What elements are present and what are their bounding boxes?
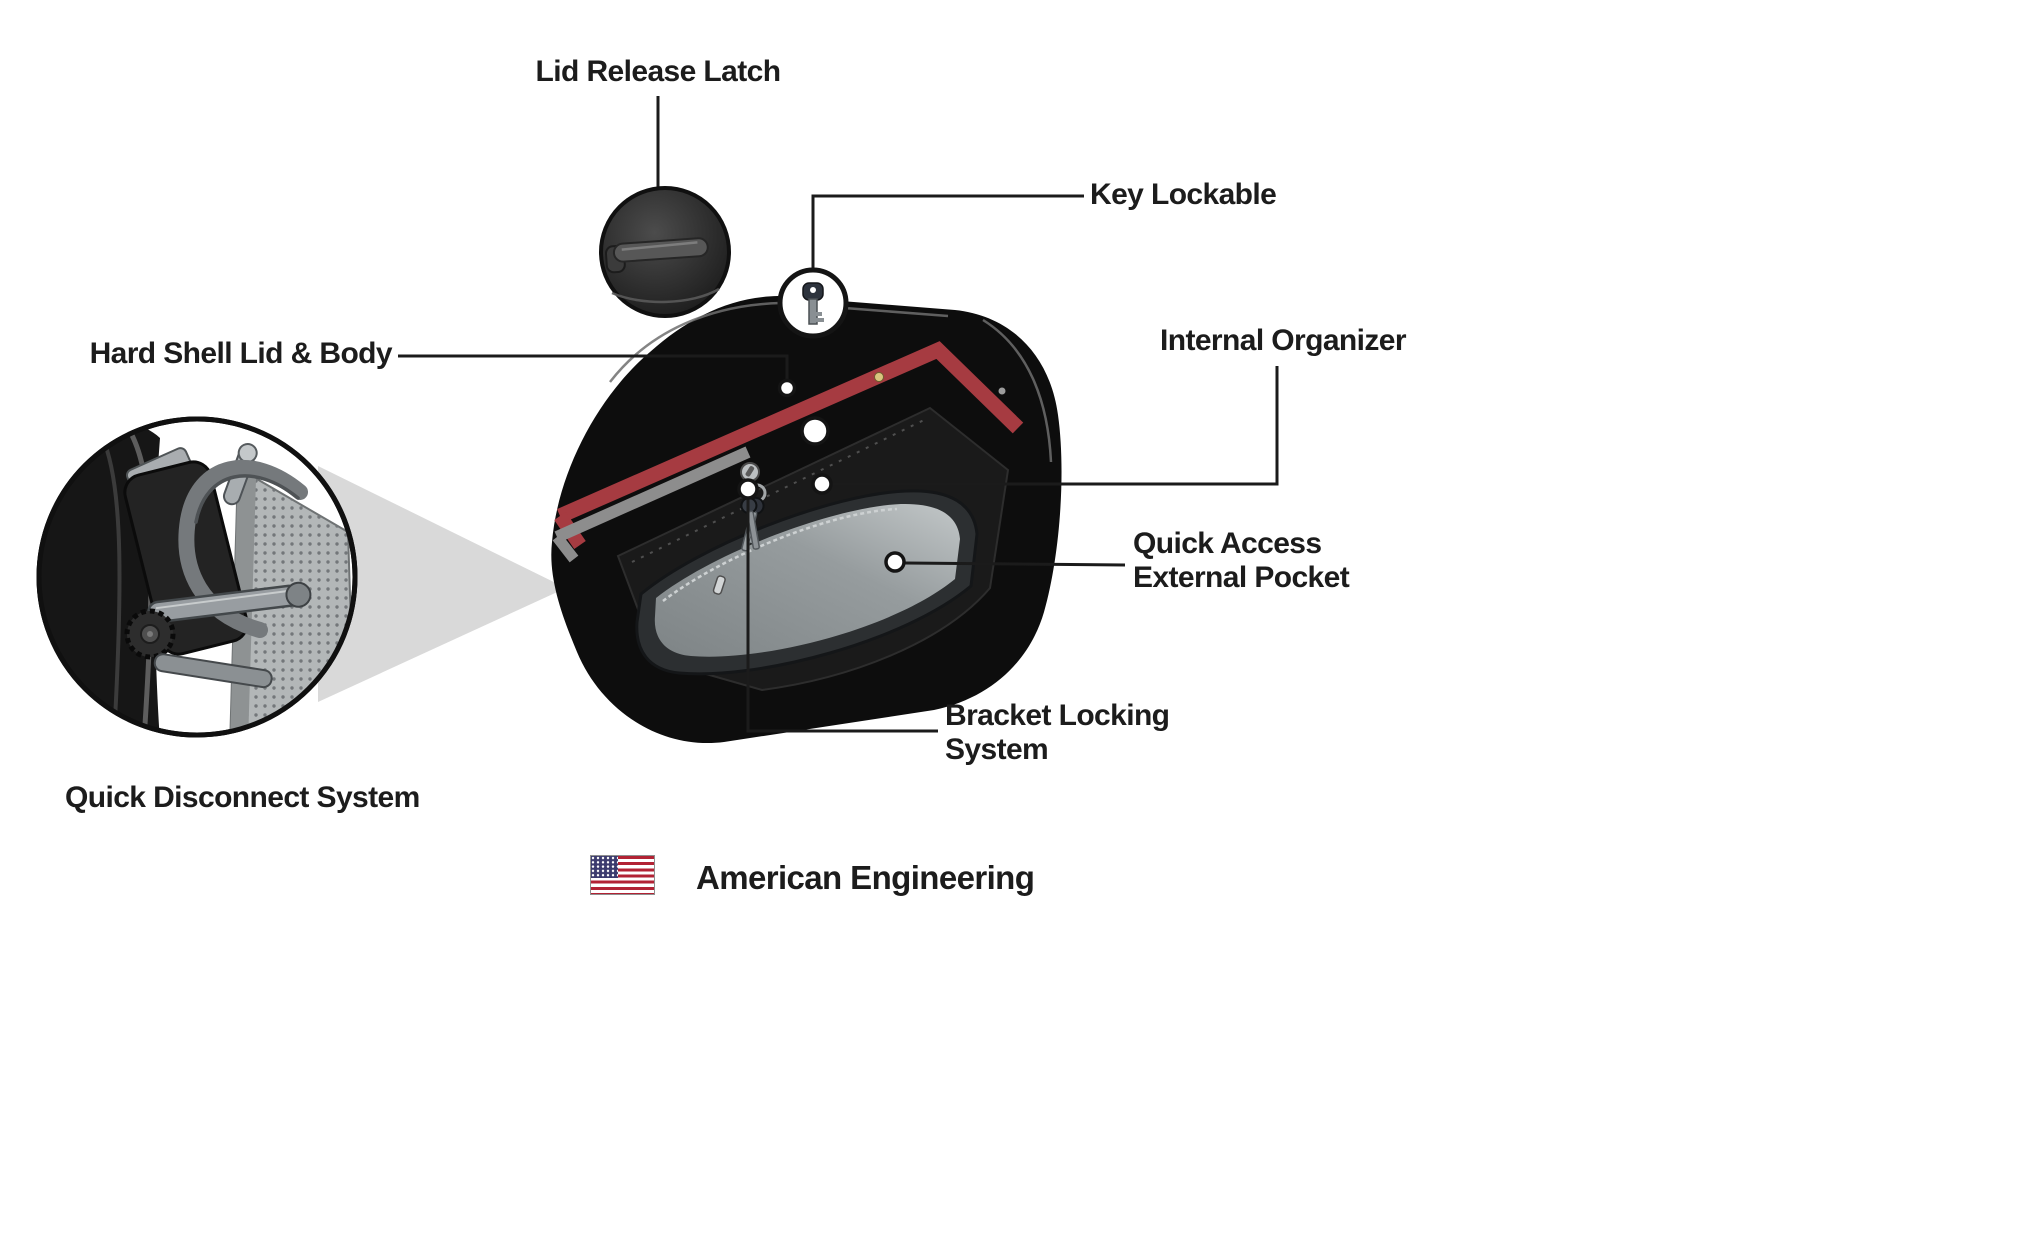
- pocket-front-panel: [654, 503, 960, 657]
- lid-right-highlight: [982, 318, 1053, 463]
- callout-lines: [398, 96, 1279, 733]
- callout-key-lockable: Key Lockable: [1090, 178, 1277, 211]
- magnifier-wedge: [318, 466, 566, 702]
- lid-latch-inset: [599, 186, 731, 318]
- rivet-dot: [998, 387, 1006, 395]
- rivet-dot: [874, 372, 884, 382]
- callout-anchors: [737, 378, 906, 573]
- anchor-internal-organizer: [811, 473, 833, 495]
- callout-internal-organizer: Internal Organizer: [1160, 324, 1407, 357]
- anchor-hard-shell: [777, 378, 797, 398]
- line-bracket-locking: [746, 499, 938, 733]
- latch-handle-icon: [604, 237, 709, 274]
- zipper-pull-icon: [712, 575, 726, 595]
- key-icon: [802, 282, 824, 325]
- red-trim-stripe: [556, 341, 1024, 523]
- callout-bracket-line1: Bracket Locking: [945, 699, 1170, 732]
- callout-quick-access-line2: External Pocket: [1133, 560, 1350, 594]
- external-pocket: [635, 489, 979, 676]
- latch-inset-seam: [611, 287, 720, 304]
- callout-quick-disconnect-system: Quick Disconnect System: [65, 781, 420, 814]
- lid-top-highlight: [609, 301, 949, 383]
- callout-quick-access-line1: Quick Access: [1133, 527, 1322, 560]
- callout-hard-shell-lid-body: Hard Shell Lid & Body: [89, 337, 393, 370]
- key-lockable-inset: [777, 267, 849, 339]
- callout-quick-access-external-pocket: Quick Access External Pocket: [1133, 527, 1350, 595]
- pocket-zipper: [662, 507, 898, 602]
- mount-bar-icon: [147, 581, 312, 624]
- anchor-bracket-locking: [737, 478, 759, 500]
- lower-bar-icon: [153, 653, 273, 689]
- callout-lid-release-latch: Lid Release Latch: [535, 55, 781, 88]
- callout-bracket-line2: System: [945, 732, 1049, 766]
- anchor-lid-ring: [800, 416, 830, 446]
- panel-stitching: [631, 419, 925, 563]
- gray-trim-chevron: [552, 533, 579, 563]
- line-key-lockable: [811, 194, 1084, 270]
- us-flag-canton: [591, 856, 618, 878]
- footer-american-engineering: American Engineering: [696, 859, 1035, 896]
- line-quick-access-pocket: [904, 561, 1126, 567]
- gray-trim-stripe: [554, 446, 751, 543]
- line-internal-organizer: [833, 366, 1279, 486]
- line-hard-shell-lid-body: [398, 354, 789, 379]
- saddlebag-illustration: [551, 296, 1062, 744]
- us-flag-icon: [590, 855, 655, 895]
- anchor-quick-access: [884, 551, 906, 573]
- quick-disconnect-inset: [36, 416, 358, 738]
- callout-bracket-locking-system: Bracket Locking System: [945, 699, 1170, 767]
